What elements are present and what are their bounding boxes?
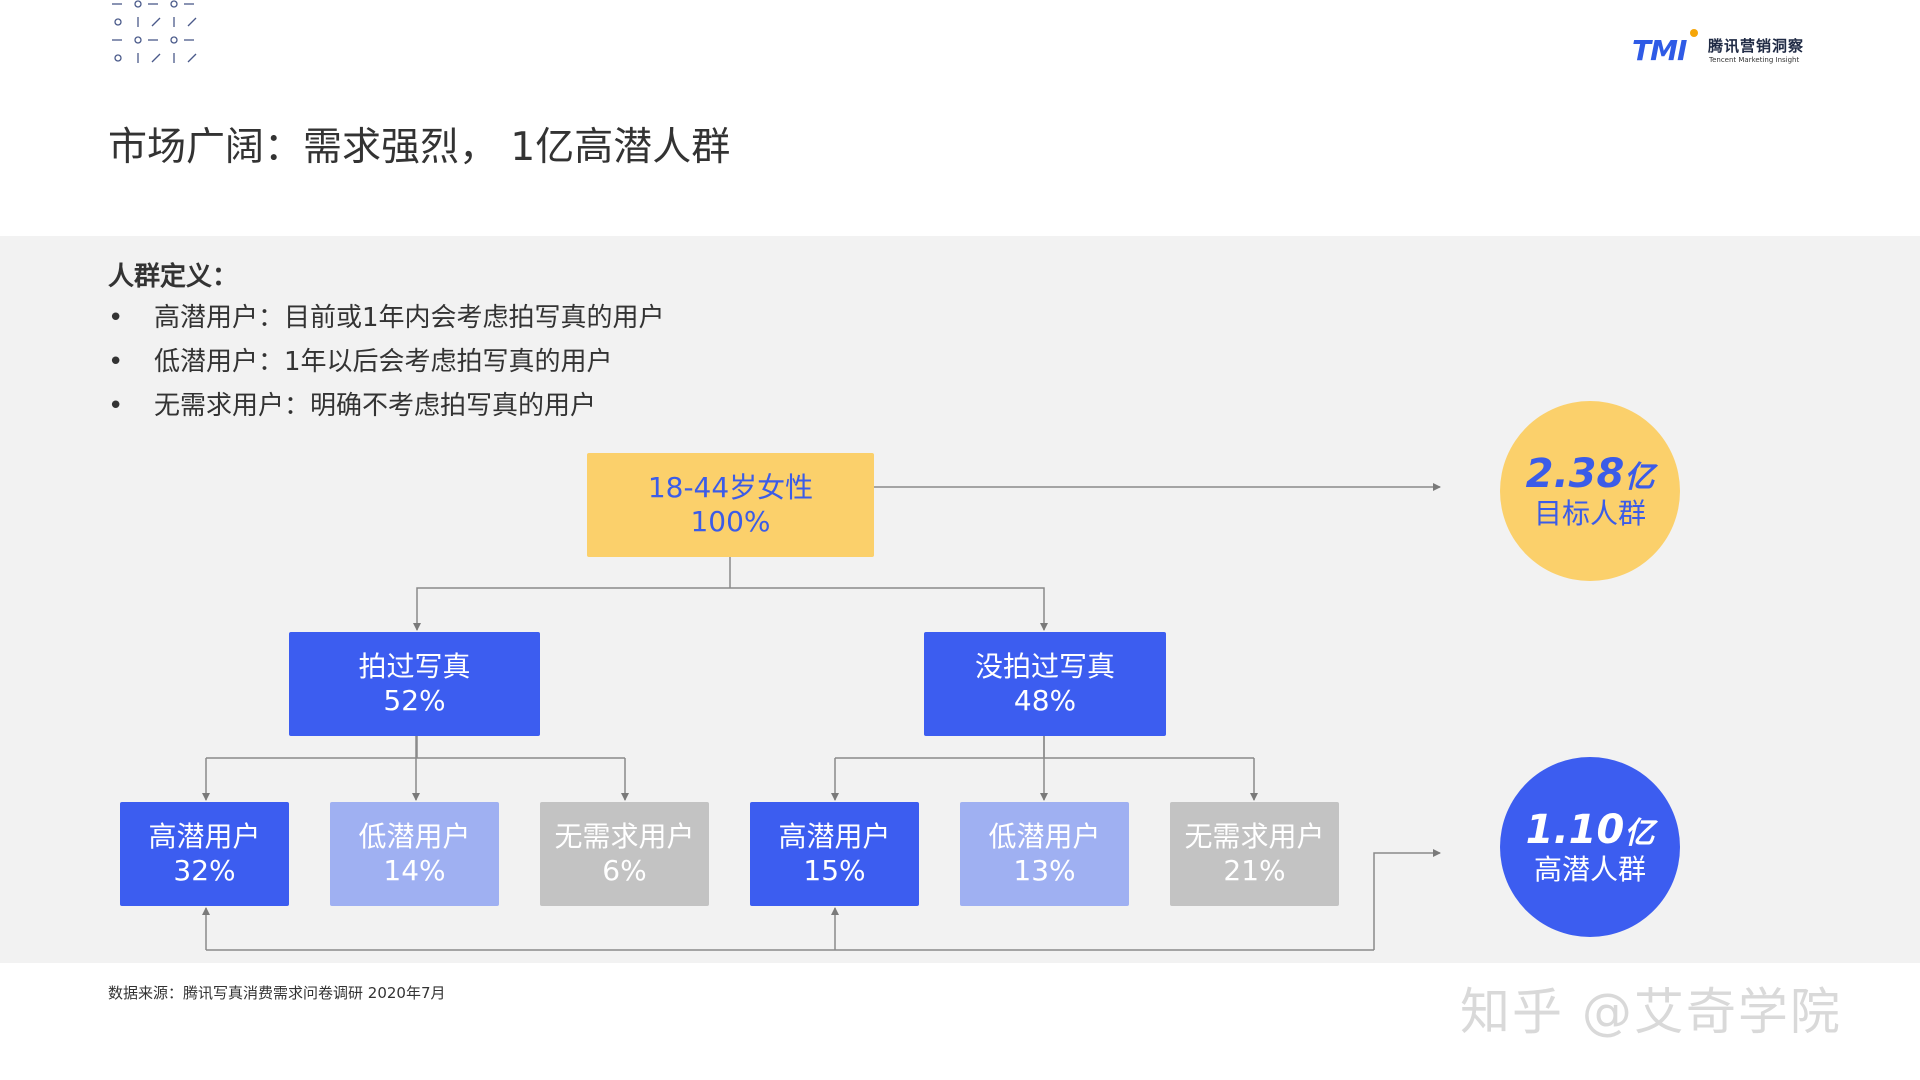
node-value: 15% — [803, 854, 866, 887]
shot-node-value: 52% — [383, 684, 446, 717]
root-node-label: 18-44岁女性 — [647, 471, 814, 504]
node-label: 低潜用户 — [988, 820, 1101, 853]
definition-text: 低潜用户：1年以后会考虑拍写真的用户 — [154, 347, 613, 377]
notshot-high-potential-node: 高潜用户 15% — [750, 802, 919, 906]
notshot-low-potential-node: 低潜用户 13% — [960, 802, 1129, 906]
high-potential-figure: 1.10亿 — [1526, 807, 1655, 853]
not-shot-node-value: 48% — [1013, 684, 1077, 717]
node-value: 21% — [1223, 854, 1286, 887]
target-population-unit: 亿 — [1624, 460, 1655, 495]
page-title: 市场广阔：需求强烈， 1亿高潜人群 — [108, 125, 731, 170]
notshot-no-demand-node: 无需求用户 21% — [1170, 802, 1339, 906]
node-value: 32% — [173, 854, 236, 887]
root-to-notshot-arrow — [730, 587, 1048, 631]
tmi-logo: TMI 腾讯营销洞察 Tencent Marketing Insight — [1632, 26, 1812, 70]
high-potential-unit: 亿 — [1624, 816, 1655, 851]
decorative-pattern — [112, 0, 197, 63]
shot-node: 拍过写真 52% — [289, 632, 540, 736]
node-value: 13% — [1013, 854, 1076, 887]
node-label: 低潜用户 — [358, 820, 471, 853]
node-label: 高潜用户 — [778, 820, 891, 853]
target-population-circle: 2.38亿 目标人群 — [1500, 401, 1680, 581]
definition-item: •低潜用户：1年以后会考虑拍写真的用户 — [108, 347, 613, 377]
not-shot-node-label: 没拍过写真 — [974, 650, 1115, 683]
high-potential-label: 高潜人群 — [1533, 853, 1646, 886]
target-population-number: 2.38 — [1525, 451, 1625, 497]
definition-text: 高潜用户：目前或1年内会考虑拍写真的用户 — [154, 303, 665, 333]
logo-name-en: Tencent Marketing Insight — [1709, 56, 1800, 64]
node-label: 无需求用户 — [1184, 820, 1325, 853]
logo-dot — [1690, 29, 1698, 37]
node-value: 6% — [602, 854, 647, 887]
definition-text: 无需求用户：明确不考虑拍写真的用户 — [154, 391, 597, 421]
target-population-figure: 2.38亿 — [1526, 451, 1655, 497]
definition-item: •无需求用户：明确不考虑拍写真的用户 — [108, 391, 597, 421]
root-node-value: 100% — [690, 505, 771, 538]
definitions-list: •高潜用户：目前或1年内会考虑拍写真的用户 •低潜用户：1年以后会考虑拍写真的用… — [108, 296, 665, 428]
node-label: 无需求用户 — [554, 820, 695, 853]
node-value: 14% — [383, 854, 446, 887]
logo-name-cn: 腾讯营销洞察 — [1708, 37, 1805, 55]
definitions-title: 人群定义： — [108, 262, 239, 292]
shot-no-demand-node: 无需求用户 6% — [540, 802, 709, 906]
high-potential-number: 1.10 — [1525, 807, 1625, 853]
logo-mark: TMI — [1632, 34, 1687, 67]
shot-node-label: 拍过写真 — [358, 650, 471, 683]
shot-low-potential-node: 低潜用户 14% — [330, 802, 499, 906]
definition-item: •高潜用户：目前或1年内会考虑拍写真的用户 — [108, 303, 665, 333]
watermark: 知乎 @艾奇学院 — [1460, 983, 1842, 1041]
target-population-label: 目标人群 — [1533, 497, 1646, 530]
root-node: 18-44岁女性 100% — [587, 453, 874, 557]
not-shot-node: 没拍过写真 48% — [924, 632, 1166, 736]
root-to-shot-arrow — [413, 587, 730, 631]
data-source-note: 数据来源：腾讯写真消费需求问卷调研 2020年7月 — [108, 984, 446, 1002]
shot-high-potential-node: 高潜用户 32% — [120, 802, 289, 906]
node-label: 高潜用户 — [148, 820, 261, 853]
high-potential-circle: 1.10亿 高潜人群 — [1500, 757, 1680, 937]
combine-to-potential-arrow — [1373, 849, 1441, 950]
